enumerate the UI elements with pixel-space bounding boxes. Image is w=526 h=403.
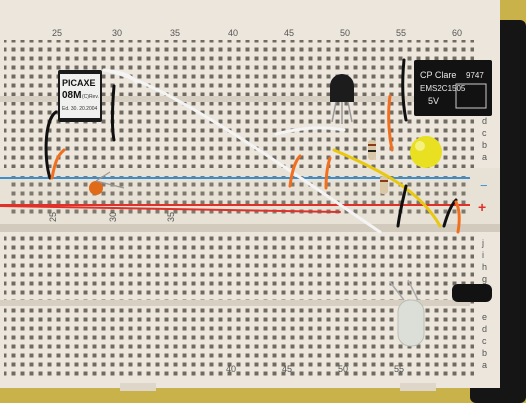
row-letter: j <box>481 238 484 248</box>
ir-sensor <box>452 284 492 302</box>
column-number: 50 <box>340 28 350 38</box>
orange-wire <box>454 200 461 234</box>
bottom-centre-groove <box>0 300 470 306</box>
column-number: 40 <box>226 364 236 374</box>
clear-led <box>389 279 425 347</box>
column-number: 25 <box>52 28 62 38</box>
white-wire <box>102 68 138 84</box>
relay: CP Clare 9747 EMS2C1505 5V <box>414 60 492 116</box>
yellow-led <box>410 136 442 168</box>
ceramic-capacitor <box>89 181 103 195</box>
resistor <box>368 140 376 160</box>
row-letter: c <box>482 336 487 346</box>
wires <box>0 58 461 234</box>
rail-minus-sign: − <box>480 178 488 193</box>
board-divider <box>0 224 500 232</box>
column-number: 60 <box>452 28 462 38</box>
column-number: 40 <box>228 28 238 38</box>
resistor <box>380 176 388 194</box>
row-letter: h <box>482 262 487 272</box>
orange-wire <box>324 156 332 190</box>
relay-brand: CP Clare <box>420 70 456 80</box>
edge-tab-left <box>120 383 156 391</box>
row-letter: d <box>482 324 487 334</box>
centre-groove <box>0 96 470 102</box>
row-letter: b <box>482 140 487 150</box>
column-number: 50 <box>338 364 348 374</box>
column-number: 45 <box>284 28 294 38</box>
row-letter: d <box>482 116 487 126</box>
rail-plus-sign: + <box>478 199 486 215</box>
row-letter: i <box>482 250 484 260</box>
chip-label-line4: Ed. 30. 20.2004 <box>62 106 98 112</box>
column-number: 25 <box>48 212 58 222</box>
black-wire <box>44 110 58 180</box>
column-numbers-top: 25 30 35 40 45 50 55 60 <box>52 28 462 38</box>
row-letter: a <box>482 152 487 162</box>
orange-wire <box>288 154 302 188</box>
column-number: 45 <box>282 364 292 374</box>
relay-code: 9747 <box>466 71 484 80</box>
black-wire <box>401 58 408 122</box>
relay-voltage: 5V <box>428 96 439 106</box>
column-number: 55 <box>394 364 404 374</box>
white-wire <box>274 126 346 136</box>
row-letter: g <box>482 274 487 284</box>
red-rail-wire <box>0 205 341 213</box>
yellow-wire <box>332 148 442 228</box>
transistor <box>330 74 354 124</box>
black-wire <box>111 84 116 142</box>
chip-label-line2: 08M <box>62 90 81 101</box>
orange-wire <box>387 94 394 152</box>
relay-part: EMS2C1505 <box>420 84 466 93</box>
picaxe-chip: PICAXE 08M (C)Rev. Ed. 30. 20.2004 <box>58 70 102 122</box>
column-number: 30 <box>112 28 122 38</box>
black-wire <box>396 184 408 228</box>
chip-label-line1: PICAXE <box>62 78 96 88</box>
column-number: 55 <box>396 28 406 38</box>
orange-wire <box>50 148 66 180</box>
column-number: 30 <box>108 212 118 222</box>
row-letter: e <box>482 312 487 322</box>
row-letter: b <box>482 348 487 358</box>
chip-label-line3: (C)Rev. <box>82 94 99 100</box>
row-letter: c <box>482 128 487 138</box>
column-numbers-rail: 25 30 35 <box>48 212 176 222</box>
column-number: 35 <box>170 28 180 38</box>
row-letter: a <box>482 360 487 370</box>
edge-tab-right <box>400 383 436 391</box>
column-number: 35 <box>166 212 176 222</box>
column-numbers-bottom: 40 45 50 55 <box>226 364 404 374</box>
